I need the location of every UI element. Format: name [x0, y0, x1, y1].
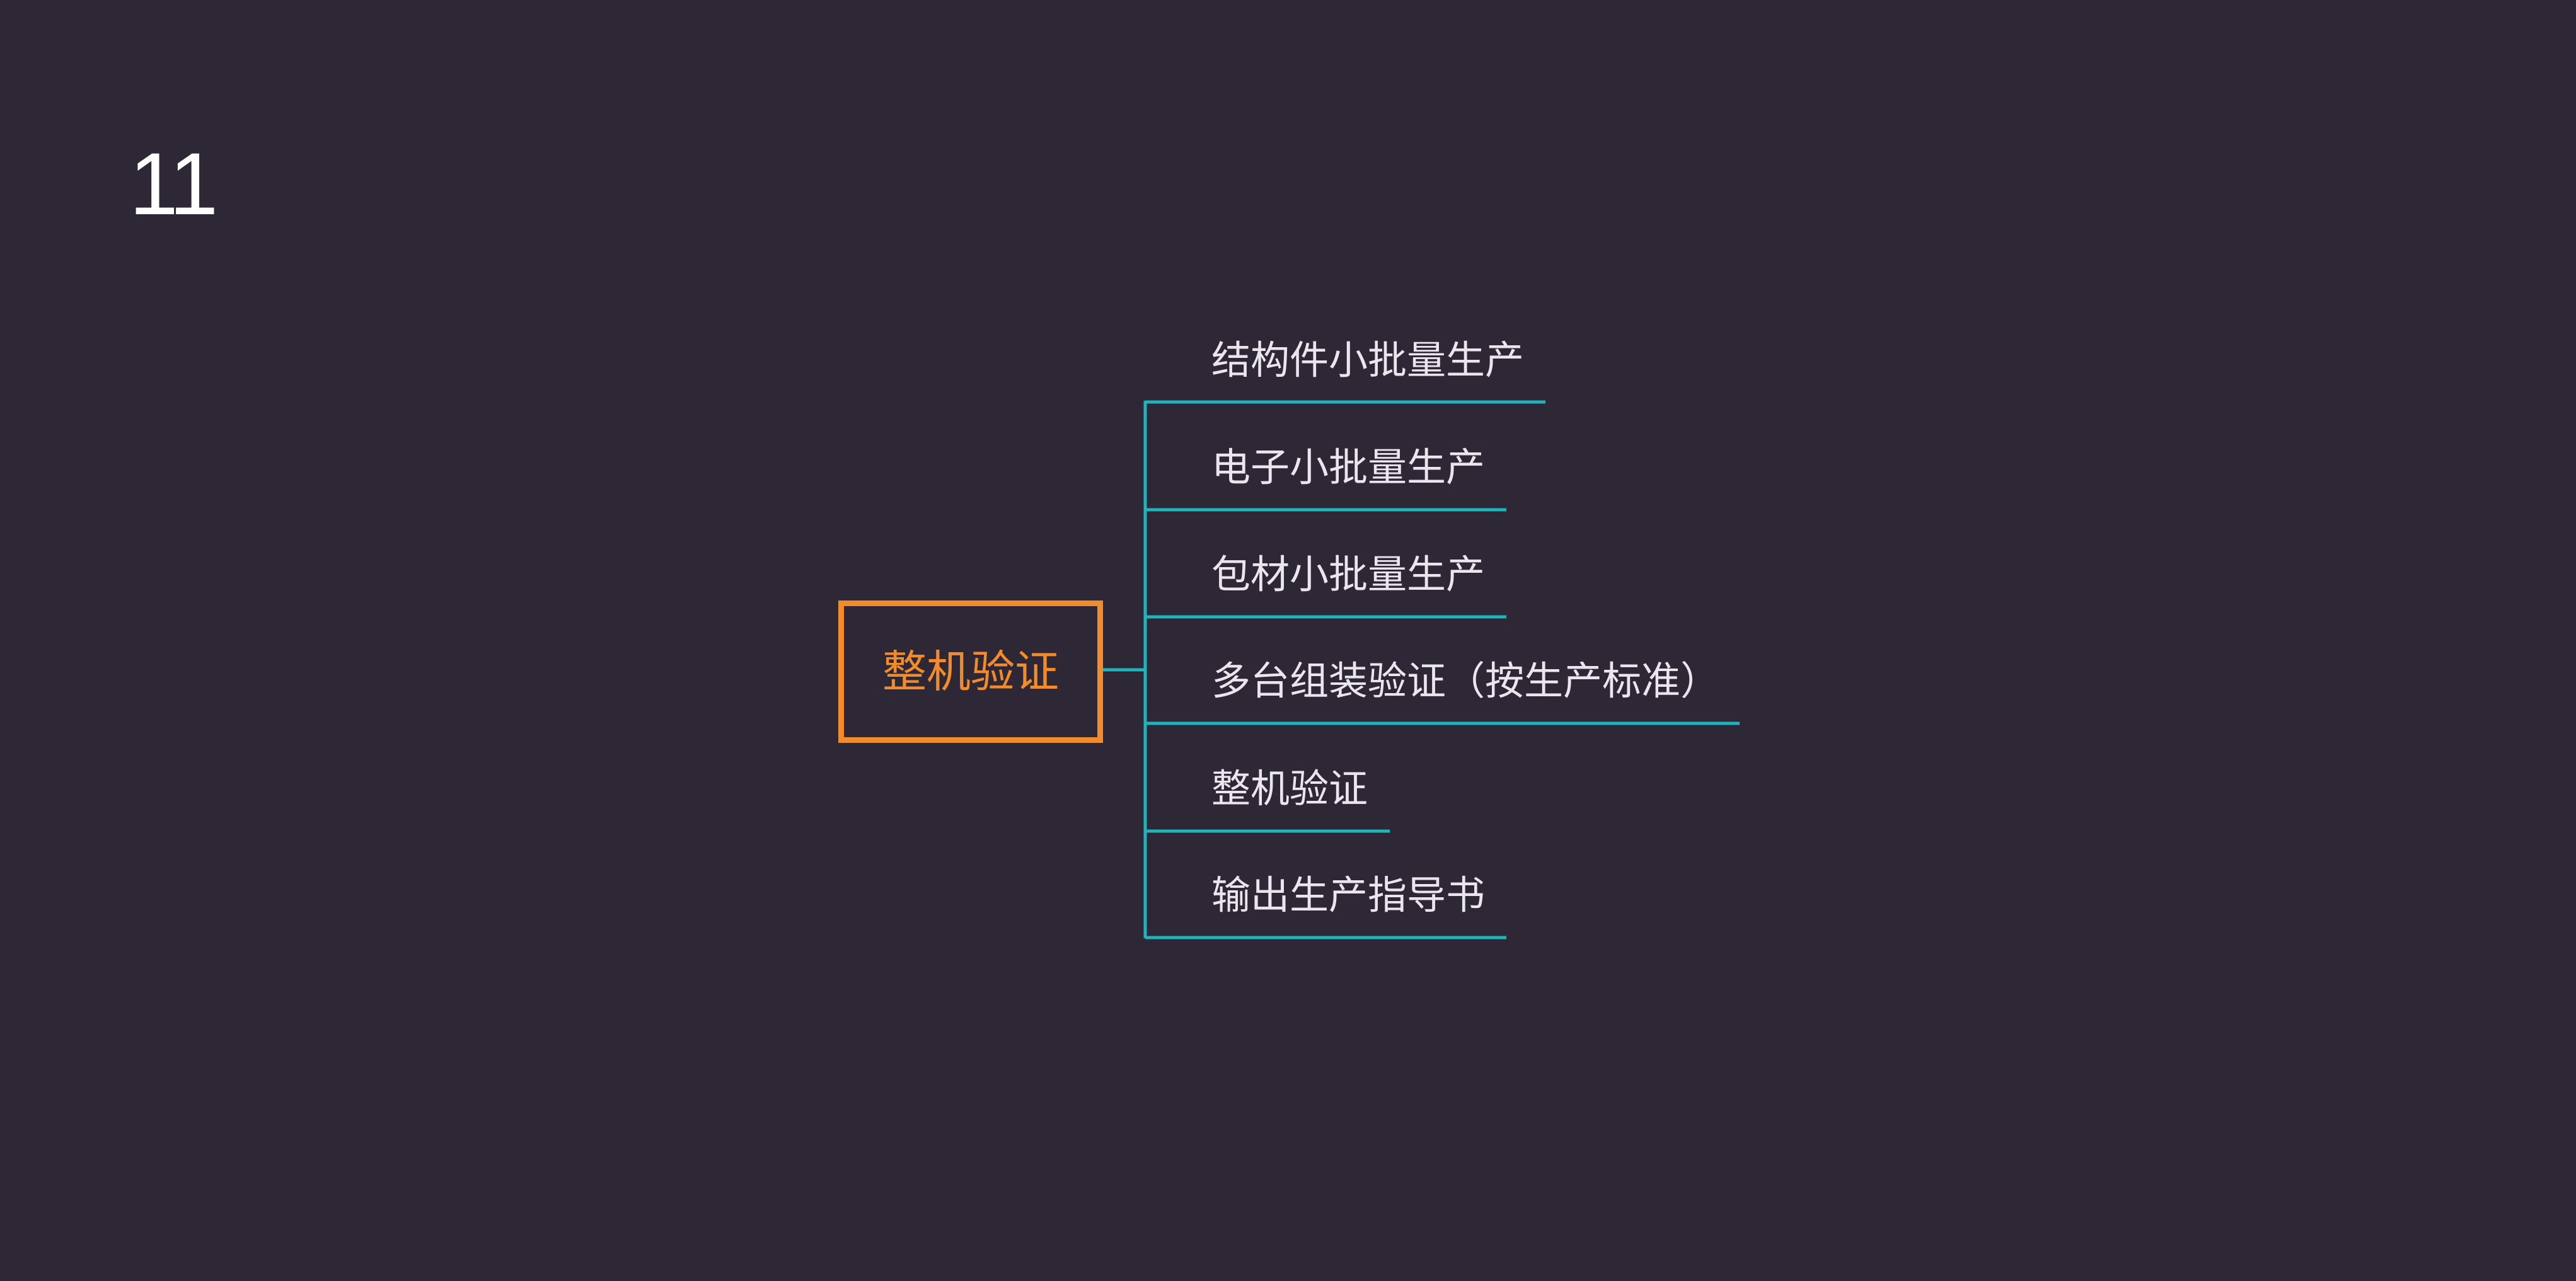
- page-number: 11: [129, 134, 218, 233]
- root-node: 整机验证: [838, 600, 1103, 743]
- branch-label: 输出生产指导书: [1211, 872, 1486, 918]
- branch-label: 结构件小批量生产: [1211, 337, 1525, 383]
- branch-label: 包材小批量生产: [1211, 551, 1486, 597]
- branch-label: 电子小批量生产: [1211, 444, 1486, 490]
- branch-label: 整机验证: [1211, 766, 1368, 812]
- root-node-label: 整机验证: [882, 646, 1059, 698]
- branch-label: 多台组装验证（按生产标准）: [1211, 658, 1720, 704]
